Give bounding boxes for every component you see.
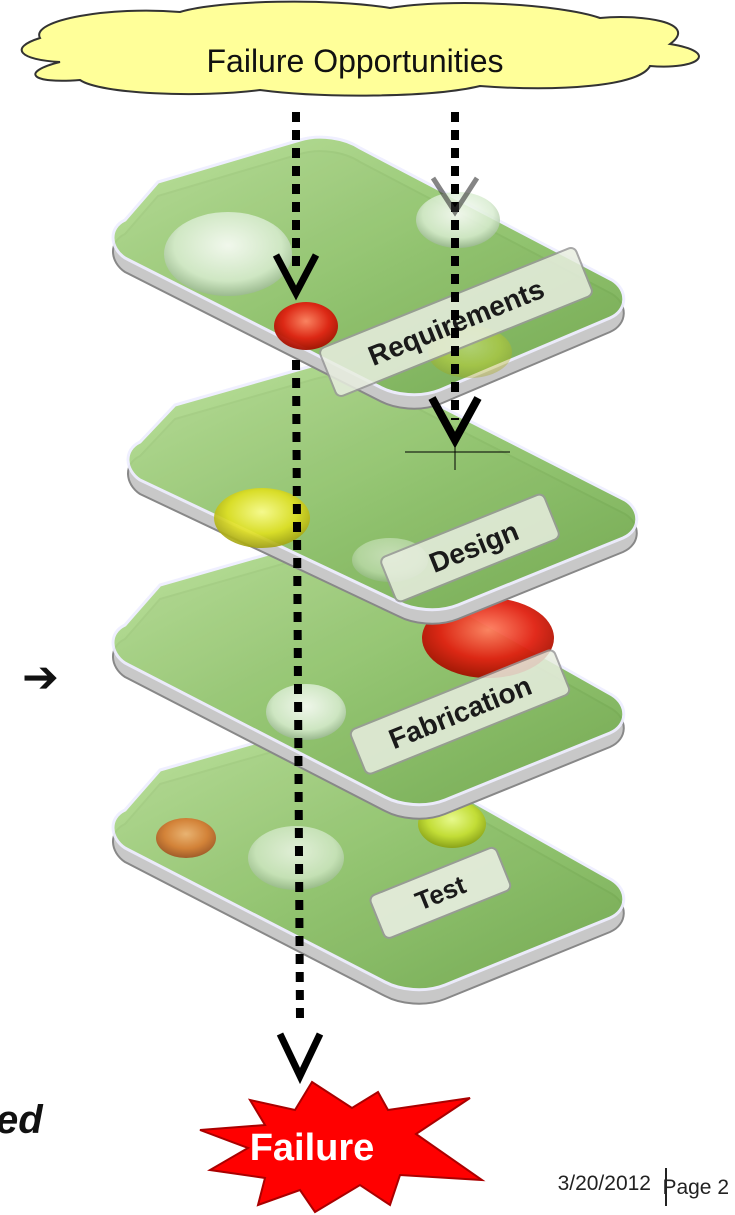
layer-test: Test bbox=[111, 725, 626, 1005]
failure-path-left bbox=[272, 112, 324, 1085]
failure-burst: Failure bbox=[199, 1080, 486, 1214]
footer-date: 3/20/2012 bbox=[557, 1172, 651, 1195]
failure-opportunities-cloud: Failure Opportunities bbox=[20, 0, 700, 97]
footer-separator bbox=[665, 1168, 667, 1206]
layer-design: Design bbox=[126, 360, 639, 625]
failure-path-right bbox=[405, 112, 510, 470]
cut-off-text: ed bbox=[0, 1098, 43, 1142]
cloud-label: Failure Opportunities bbox=[206, 43, 503, 79]
footer-page-number: Page 2 bbox=[662, 1176, 729, 1199]
failure-label: Failure bbox=[250, 1127, 375, 1169]
slide-footer: 3/20/2012 Page 2 bbox=[435, 1168, 735, 1206]
layer-requirements: Requirements bbox=[111, 135, 626, 410]
left-arrow-icon: ➔ bbox=[22, 652, 59, 703]
